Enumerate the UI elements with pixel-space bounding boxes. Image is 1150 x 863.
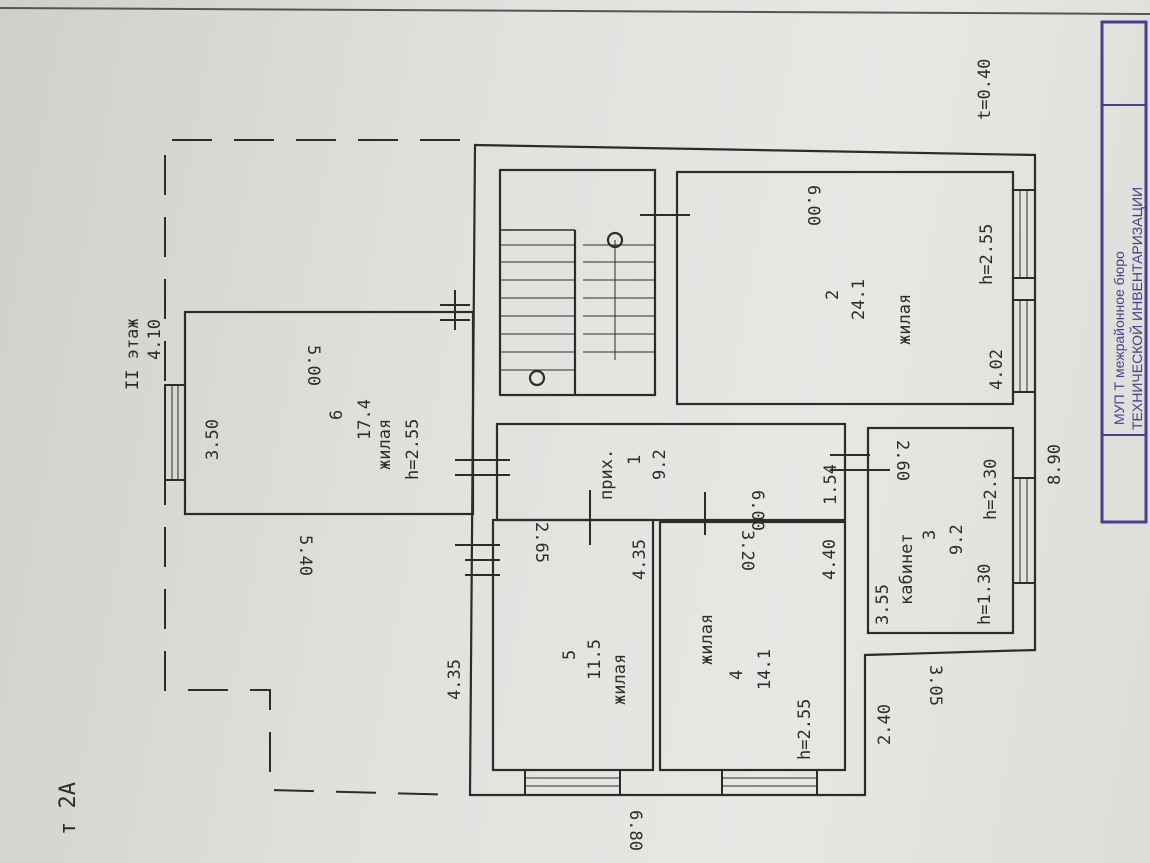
windows <box>164 189 1036 796</box>
dim-8-90: 8.90 <box>1045 444 1065 485</box>
room-1-area: 9.2 <box>650 449 670 480</box>
room-2-area: 24.1 <box>849 279 869 320</box>
room-4-type: жилая <box>697 614 717 665</box>
dim-6-80: 6.80 <box>625 810 645 851</box>
room-4-number: 4 <box>727 670 747 680</box>
room-4-height: h=2.55 <box>795 699 815 760</box>
room-3-type: кабинет <box>897 533 917 605</box>
room-1-dim-length: 6.00 <box>747 490 767 531</box>
room-2-number: 2 <box>823 290 843 300</box>
room-2-dim-width: 4.02 <box>987 349 1007 390</box>
sheet-label: т 2А <box>56 782 81 835</box>
room-3-height: h=2.30 <box>981 459 1001 520</box>
stamp-line-1: МУП Т межрайонное бюро <box>1111 251 1127 425</box>
room-1-dim-width: 1.54 <box>821 464 841 505</box>
room-6-number: 6 <box>327 410 347 420</box>
stairs <box>500 229 655 395</box>
room-6-dim-length: 5.00 <box>303 345 323 386</box>
dim-2-40: 2.40 <box>875 704 895 745</box>
outer-wall <box>468 143 1037 797</box>
stair-well <box>498 168 657 397</box>
dim-4-35: 4.35 <box>445 659 465 700</box>
room-5-outline <box>491 518 655 772</box>
room-4-dim-length: 3.20 <box>737 530 757 571</box>
stamp-line-2: ТЕХНИЧЕСКОЙ ИНВЕНТАРИЗАЦИИ <box>1128 187 1145 430</box>
room-5-number: 5 <box>560 650 580 660</box>
room-6-type: жилая <box>375 419 395 470</box>
room-4-area: 14.1 <box>755 649 775 690</box>
sheet-edge <box>0 7 1150 15</box>
room-1-type: прих. <box>597 449 617 500</box>
floor-label: II этаж 4.10 <box>123 318 165 390</box>
room-5-area: 11.5 <box>585 639 605 680</box>
floor-name: II этаж <box>123 318 143 390</box>
inventory-stamp: МУП Т межрайонное бюро ТЕХНИЧЕСКОЙ ИНВЕН… <box>1100 20 1148 524</box>
room-3-area: 9.2 <box>947 524 967 555</box>
room-6-area: 17.4 <box>355 399 375 440</box>
room-1-number: 1 <box>625 455 645 465</box>
dim-3-05: 3.05 <box>925 665 945 706</box>
wall-thickness: t=0.40 <box>975 59 995 120</box>
room-2-dim-length: 6.00 <box>803 185 823 226</box>
room-3-dim-length: 3.55 <box>873 584 893 625</box>
room-1-outline <box>495 422 847 522</box>
room-3-height-2: h=1.30 <box>975 564 995 625</box>
dashed-outline <box>164 139 461 796</box>
room-1-dim-2: 2.65 <box>531 522 551 563</box>
room-3-dim-width: 2.60 <box>892 440 912 481</box>
room-2-type: жилая <box>895 294 915 345</box>
room-2-height: h=2.55 <box>977 224 997 285</box>
room-5-type: жилая <box>610 654 630 705</box>
room-4-dim-width: 4.40 <box>820 539 840 580</box>
floor-height: 4.10 <box>145 319 165 360</box>
room-6-dim-width: 3.50 <box>203 419 223 460</box>
room-5-dim: 4.35 <box>630 539 650 580</box>
room-2-outline <box>675 170 1015 406</box>
door-marks <box>440 185 890 576</box>
room-3-number: 3 <box>920 530 940 540</box>
room-6-height: h=2.55 <box>403 419 423 480</box>
dim-5-40: 5.40 <box>295 535 315 576</box>
